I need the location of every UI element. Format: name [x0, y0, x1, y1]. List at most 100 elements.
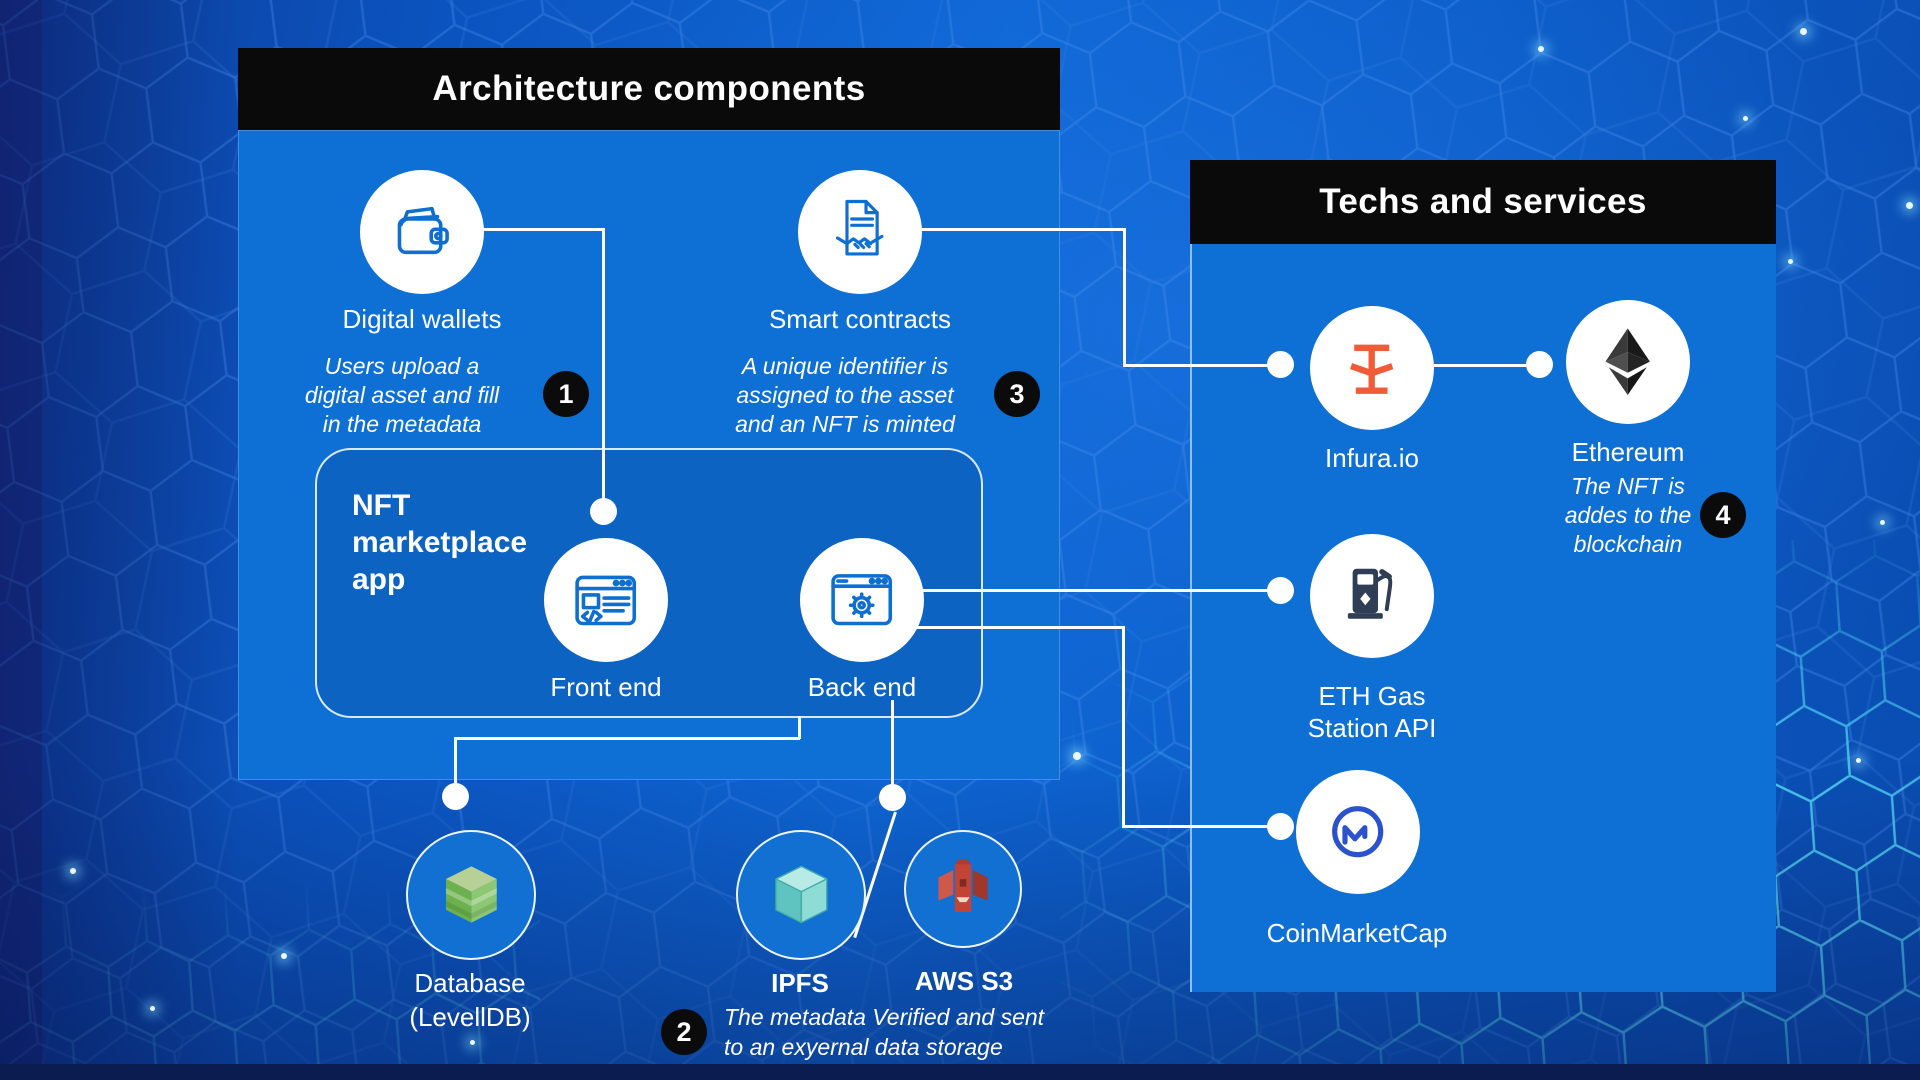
connector-app-to-database [454, 737, 800, 740]
coinmarketcap-logo [1332, 806, 1384, 858]
glow-dot [70, 868, 76, 874]
storage-description: The metadata Verified and sent to an exy… [724, 1002, 1154, 1062]
glow-dot [1073, 752, 1081, 760]
database-node [406, 830, 536, 960]
step-badge-4: 4 [1700, 492, 1746, 538]
desc-line: assigned to the asset [736, 382, 954, 408]
digital-wallets-label: Digital wallets [342, 304, 502, 334]
connector-dot [1526, 351, 1553, 378]
leveldb-cube-icon [445, 865, 497, 923]
bottom-dark-band [0, 1064, 1920, 1080]
digital-wallets-node [360, 170, 484, 294]
desc-line: in the metadata [322, 411, 482, 437]
desc-line: digital asset and fill [304, 382, 500, 408]
smart-contracts-node [798, 170, 922, 294]
aws-s3-bucket-icon [938, 859, 988, 912]
ethereum-node [1566, 300, 1690, 424]
step-badge-1: 1 [543, 371, 589, 417]
glow-dot [1906, 202, 1913, 209]
digital-wallets-description: Users upload a digital asset and fill in… [276, 352, 528, 439]
infura-label: Infura.io [1325, 443, 1419, 473]
connector-dot [442, 783, 469, 810]
wallet-icon [397, 207, 450, 255]
desc-line: addes to the [1564, 502, 1692, 528]
techs-panel-header: Techs and services [1190, 160, 1776, 244]
desc-line: A unique identifier is [741, 353, 949, 379]
desc-line: The metadata Verified and sent [724, 1004, 1045, 1030]
eth-gas-station-label: ETH Gas Station API [1262, 680, 1482, 744]
desc-line: Users upload a [324, 353, 480, 379]
front-end-node [544, 538, 668, 662]
connector-dot [1267, 351, 1294, 378]
ipfs-cube-icon [774, 865, 828, 923]
glow-dot [1856, 758, 1861, 763]
ethereum-logo [1605, 328, 1651, 396]
architecture-panel-header: Architecture components [238, 48, 1060, 130]
connector-backend-to-cmc [916, 626, 1124, 629]
connector-backend-to-cmc [1122, 626, 1125, 827]
front-end-label: Front end [550, 672, 662, 702]
connector-dot [1267, 813, 1294, 840]
nft-title-line: app [352, 563, 406, 596]
badge-number: 2 [676, 1016, 692, 1047]
connector-wallet-to-app [482, 228, 604, 231]
glow-dot [150, 1006, 155, 1011]
label-line: ETH Gas [1318, 681, 1426, 711]
connector-app-to-database [798, 716, 801, 739]
browser-gear-icon [831, 574, 893, 626]
connector-backend-to-ethgas [922, 589, 1268, 592]
glow-dot [1880, 520, 1885, 525]
glow-dot [1538, 46, 1544, 52]
aws-s3-label: AWS S3 [914, 966, 1014, 996]
badge-number: 1 [558, 378, 574, 409]
architecture-panel-title: Architecture components [432, 69, 866, 108]
desc-line: and an NFT is minted [735, 411, 955, 437]
background-left-shade [0, 0, 240, 1080]
smart-contracts-description: A unique identifier is assigned to the a… [719, 352, 971, 439]
contract-handshake-icon [836, 200, 884, 256]
ipfs-node [736, 830, 866, 960]
badge-number: 4 [1715, 499, 1731, 530]
back-end-node [800, 538, 924, 662]
techs-panel-title: Techs and services [1319, 182, 1647, 221]
eth-gas-station-node [1310, 534, 1434, 658]
connector-backend-to-storage [891, 700, 894, 784]
glow-dot [1788, 259, 1793, 264]
glow-dot [470, 1040, 475, 1045]
database-label: Database [414, 968, 526, 998]
nft-marketplace-app-title: NFT marketplace app [352, 487, 527, 598]
connector-contract-to-infura [1123, 228, 1126, 366]
gas-pump-icon [1348, 569, 1393, 620]
connector-dot [879, 784, 906, 811]
ethereum-label: Ethereum [1571, 437, 1685, 467]
step-badge-2: 2 [661, 1009, 707, 1055]
connector-infura-to-ethereum [1434, 364, 1526, 367]
connector-contract-to-infura [1123, 364, 1269, 367]
connector-dot [590, 498, 617, 525]
glow-dot [1800, 28, 1807, 35]
connector-dot [1267, 577, 1294, 604]
step-badge-3: 3 [994, 371, 1040, 417]
coinmarketcap-node [1296, 770, 1420, 894]
browser-code-icon [575, 575, 637, 626]
nft-title-line: marketplace [352, 526, 528, 559]
desc-line: to an exyernal data storage [724, 1034, 1003, 1060]
aws-s3-node [904, 830, 1022, 948]
glow-dot [281, 953, 287, 959]
connector-wallet-to-app [602, 228, 605, 500]
back-end-label: Back end [807, 672, 917, 702]
label-line: Station API [1307, 713, 1437, 743]
ipfs-label: IPFS [771, 968, 829, 998]
connector-contract-to-infura [920, 228, 1126, 231]
badge-number: 3 [1009, 378, 1025, 409]
smart-contracts-label: Smart contracts [768, 304, 952, 334]
infura-logo [1350, 344, 1394, 395]
desc-line: The NFT is [1571, 473, 1685, 499]
connector-app-to-database [454, 737, 457, 785]
database-sub-label: (LevellDB) [409, 1002, 531, 1032]
ethereum-description: The NFT is addes to the blockchain [1528, 472, 1728, 559]
coinmarketcap-label: CoinMarketCap [1266, 918, 1448, 948]
connector-backend-to-cmc [1122, 825, 1268, 828]
glow-dot [1743, 116, 1748, 121]
